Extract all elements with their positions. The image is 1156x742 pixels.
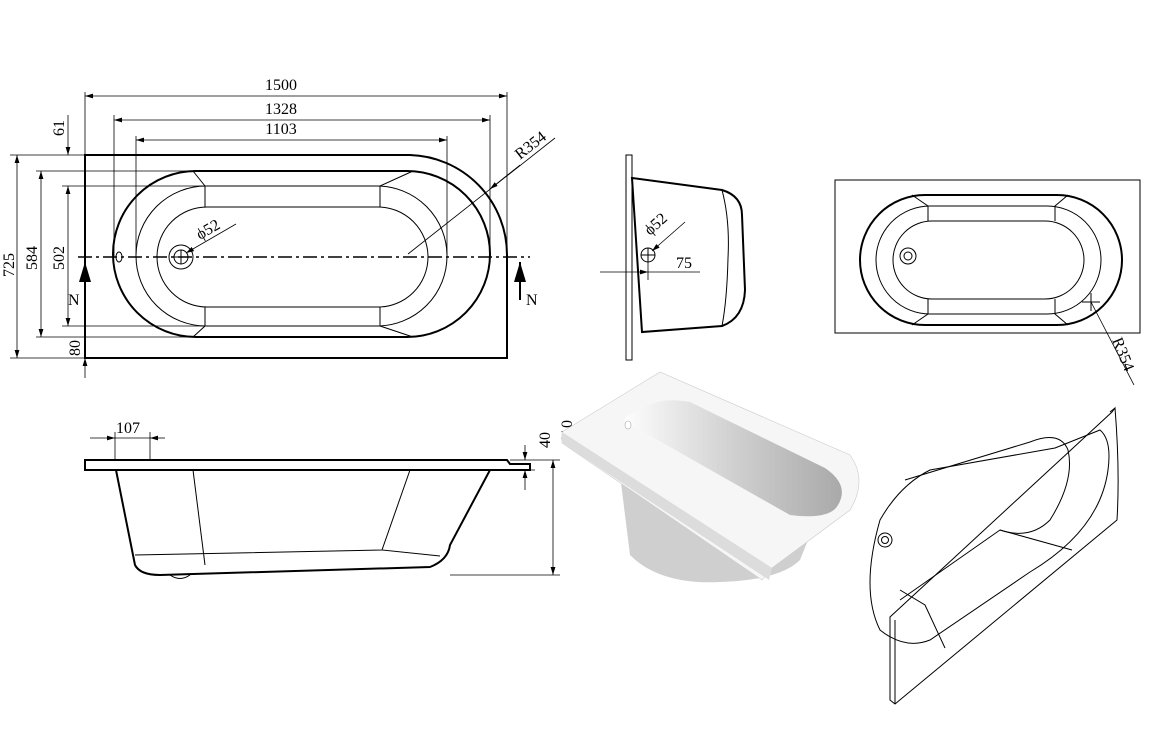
overflow-icon <box>115 251 123 263</box>
dim-bowl-width-inner: 502 <box>51 246 68 270</box>
plan-view-small: R354 <box>834 179 1141 386</box>
tub-isometric-line <box>869 406 1119 705</box>
side-view: 107 40 410 <box>84 420 576 579</box>
dim-bowl-length-outer: 1328 <box>265 101 297 118</box>
section-mark-left: N <box>68 292 80 309</box>
dim-bowl-width-outer: 584 <box>24 246 41 270</box>
dim-bowl-length-inner: 1103 <box>265 121 296 138</box>
dim-corner-radius: R354 <box>512 128 550 163</box>
end-view: ϕ52 75 <box>600 154 747 361</box>
side-dim-rim-thickness: 40 <box>537 432 554 448</box>
dim-overall-width: 725 <box>1 253 18 277</box>
dim-bottom-offset: 80 <box>67 340 84 356</box>
dim-rim-offset: 61 <box>51 120 68 136</box>
side-dim-rim-width: 107 <box>116 420 140 437</box>
top-view: 1500 1328 1103 R354 ϕ52 725 584 502 61 8… <box>1 77 556 378</box>
dim-waste-diameter: ϕ52 <box>194 217 224 244</box>
end-dim-waste-diameter: ϕ52 <box>641 210 671 239</box>
plan-dim-corner-radius: R354 <box>1108 335 1137 374</box>
end-dim-waste-offset: 75 <box>676 255 692 272</box>
waste-icon <box>168 244 194 270</box>
dim-overall-length: 1500 <box>265 77 297 94</box>
tub-render-3d <box>561 371 860 583</box>
section-mark-right: N <box>526 292 538 309</box>
